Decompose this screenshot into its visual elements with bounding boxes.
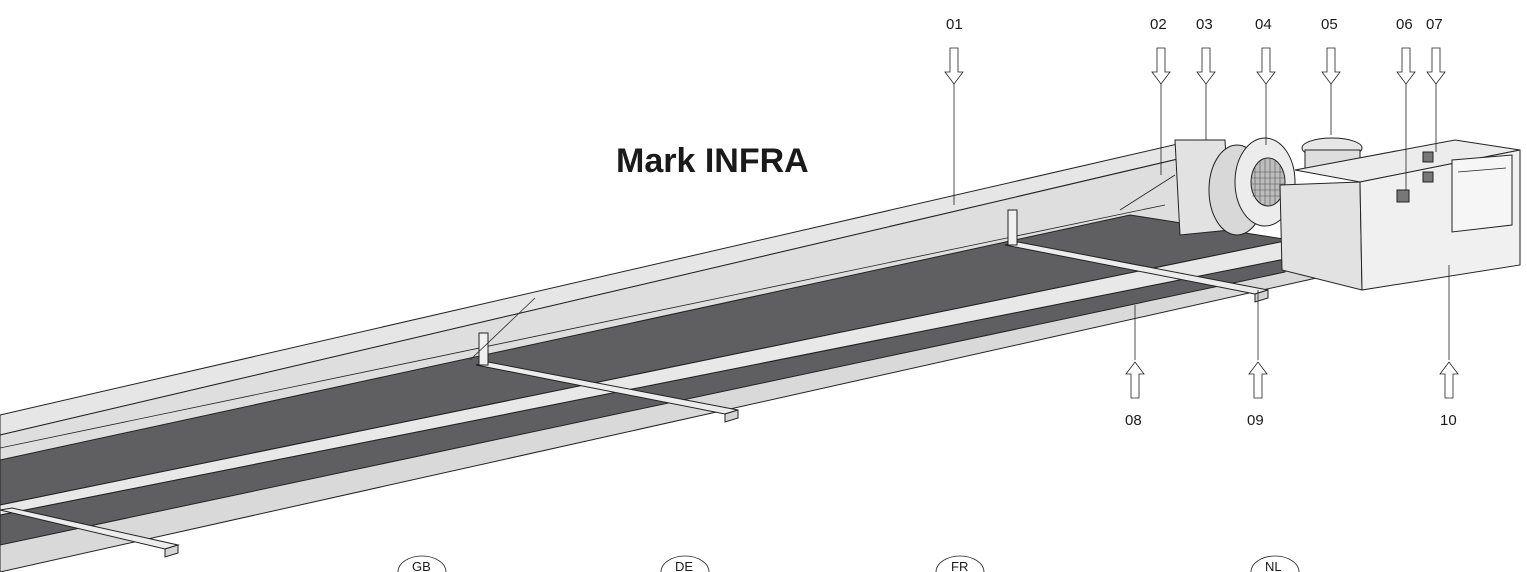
cross-support-middle bbox=[1004, 209, 1269, 303]
callout-label-07: 07 bbox=[1426, 16, 1443, 33]
callout-label-05: 05 bbox=[1321, 16, 1338, 33]
cross-support-left bbox=[475, 332, 739, 423]
svg-text:DE: DE bbox=[675, 559, 693, 572]
callout-label-06: 06 bbox=[1396, 16, 1413, 33]
diagram-title: Mark INFRA bbox=[616, 142, 809, 180]
radiant-panels bbox=[0, 214, 1291, 546]
language-tab-de[interactable]: DE bbox=[660, 555, 710, 572]
cross-support-end bbox=[0, 507, 180, 558]
callout-label-02: 02 bbox=[1150, 16, 1167, 33]
fan-assembly bbox=[1174, 137, 1363, 236]
svg-text:FR: FR bbox=[951, 559, 968, 572]
callout-arrows-bottom bbox=[1125, 265, 1459, 399]
control-box bbox=[1279, 139, 1521, 291]
callout-label-10: 10 bbox=[1440, 412, 1457, 429]
svg-text:NL: NL bbox=[1265, 559, 1282, 572]
callout-label-09: 09 bbox=[1247, 412, 1264, 429]
callout-label-03: 03 bbox=[1196, 16, 1213, 33]
language-tab-gb[interactable]: GB bbox=[397, 555, 447, 572]
callout-label-08: 08 bbox=[1125, 412, 1142, 429]
callout-label-04: 04 bbox=[1255, 16, 1272, 33]
callout-arrows-top bbox=[944, 47, 1446, 205]
svg-text:GB: GB bbox=[412, 559, 431, 572]
callout-label-01: 01 bbox=[946, 16, 963, 33]
language-tab-fr[interactable]: FR bbox=[935, 555, 985, 572]
language-tab-nl[interactable]: NL bbox=[1250, 555, 1300, 572]
